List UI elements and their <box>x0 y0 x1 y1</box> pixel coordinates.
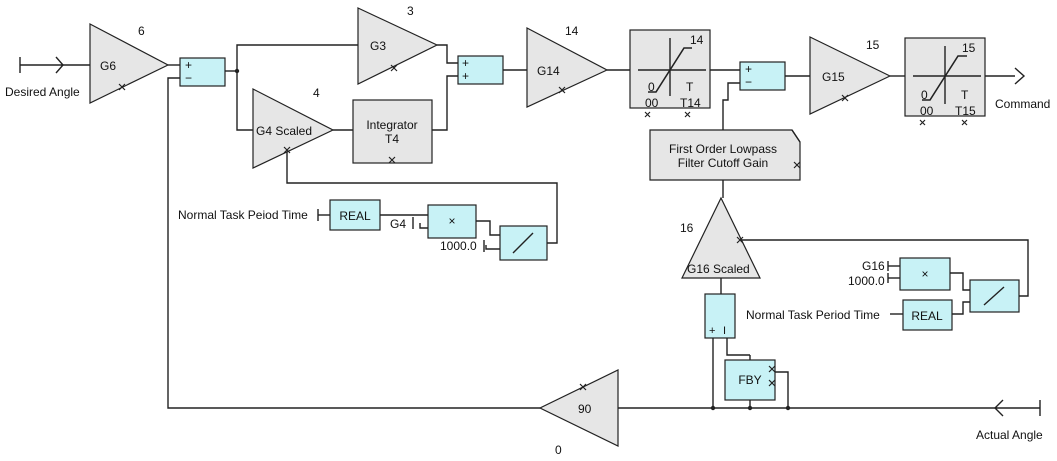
sum1-plus: + <box>185 58 192 72</box>
limiter14-zero: 0 <box>648 80 655 94</box>
gain-g16-scaled[interactable]: G16 Scaled 16 <box>680 196 761 279</box>
chain16-g16-label: G16 <box>862 259 885 273</box>
gain-g4-label: G4 Scaled <box>256 124 312 138</box>
gain-g4-number: 4 <box>313 86 320 100</box>
integrator-sublabel: T4 <box>385 132 399 146</box>
gain-g3-label: G3 <box>370 39 386 53</box>
actual-angle-label: Actual Angle <box>976 428 1043 442</box>
lowpass-label-2: Filter Cutoff Gain <box>678 156 768 170</box>
fby-block[interactable]: FBY <box>724 359 776 401</box>
limiter-15[interactable]: 15 0 T 00 T15 <box>904 37 986 126</box>
chain4-divide-block[interactable] <box>499 225 548 261</box>
chain16-constant-label: 1000.0 <box>848 274 885 288</box>
lowpass-filter-block[interactable]: First Order Lowpass Filter Cutoff Gain <box>649 129 801 181</box>
chain4-task-label: Normal Task Peiod Time <box>178 208 308 222</box>
limiter-14[interactable]: 14 0 T 00 T14 <box>629 29 711 118</box>
chain4-real-block[interactable]: REAL <box>329 199 381 231</box>
gain-g3[interactable]: G3 3 <box>357 4 439 85</box>
sum4-i: I <box>723 325 726 337</box>
gain-g15-number: 15 <box>866 38 880 52</box>
sum-junction-4[interactable]: + I <box>704 293 736 339</box>
command-label: Command <box>995 97 1050 111</box>
sum2-plus-top: + <box>462 56 469 70</box>
sum3-minus: − <box>745 75 752 89</box>
chain4-real-label: REAL <box>339 209 371 223</box>
sum-junction-1[interactable]: + − <box>179 57 226 87</box>
limiter14-00: 00 <box>645 96 659 110</box>
gain-g15[interactable]: G15 15 <box>809 36 892 115</box>
limiter15-number: 15 <box>962 41 976 55</box>
gain-feedback-number: 0 <box>555 443 562 457</box>
actual-angle-port[interactable]: Actual Angle <box>976 399 1043 442</box>
limiter15-00: 00 <box>920 104 934 118</box>
wires <box>63 44 1029 411</box>
gain-feedback-90[interactable]: 90 0 <box>538 369 619 457</box>
limiter14-t: T <box>686 80 694 94</box>
chain16-real-block[interactable]: REAL <box>902 299 953 331</box>
gain-g14-number: 14 <box>565 24 579 38</box>
sum1-minus: − <box>185 71 192 85</box>
integrator-t4[interactable]: Integrator T4 <box>352 99 433 164</box>
gain-g14-label: G14 <box>537 64 560 78</box>
chain16-task-label: Normal Task Period Time <box>746 308 880 322</box>
lowpass-label-1: First Order Lowpass <box>669 142 777 156</box>
gain-g14[interactable]: G14 14 <box>526 24 609 108</box>
chain4: Normal Task Peiod Time REAL G4 × 1000.0 <box>178 199 548 261</box>
desired-angle-port[interactable]: Desired Angle <box>5 56 80 99</box>
gain-g4-scaled[interactable]: G4 Scaled 4 <box>252 86 335 169</box>
chain16: G16 1000.0 × Normal Task Period Time REA… <box>746 257 1020 331</box>
gain-g6-label: G6 <box>100 59 116 73</box>
gain-g3-number: 3 <box>407 4 414 18</box>
limiter15-tname: T15 <box>955 104 976 118</box>
sum-junction-2[interactable]: + + <box>457 55 504 85</box>
sum4-plus: + <box>709 325 715 337</box>
chain16-multiply-symbol: × <box>921 267 928 281</box>
gain-g16-number: 16 <box>680 221 694 235</box>
limiter15-zero: 0 <box>921 88 928 102</box>
chain4-g4-label: G4 <box>390 217 406 231</box>
limiter15-t: T <box>961 88 969 102</box>
fby-label: FBY <box>738 373 761 387</box>
chain4-multiply-block[interactable]: × <box>427 204 477 239</box>
chain16-multiply-block[interactable]: × <box>899 257 951 291</box>
sum2-plus-bottom: + <box>462 69 469 83</box>
chain16-divide-block[interactable] <box>969 279 1020 313</box>
desired-angle-label: Desired Angle <box>5 85 80 99</box>
sum3-plus: + <box>745 62 752 76</box>
limiter14-number: 14 <box>690 33 704 47</box>
sum-junction-3[interactable]: + − <box>739 61 786 91</box>
gain-g16-label: G16 Scaled <box>687 262 750 276</box>
chain4-multiply-symbol: × <box>448 214 455 228</box>
chain16-real-label: REAL <box>911 309 943 323</box>
gain-g6-number: 6 <box>138 24 145 38</box>
chain4-constant-label: 1000.0 <box>440 239 477 253</box>
limiter14-tname: T14 <box>680 96 701 110</box>
gain-feedback-label: 90 <box>578 402 592 416</box>
gain-g15-label: G15 <box>822 70 845 84</box>
integrator-label: Integrator <box>366 118 417 132</box>
gain-g6[interactable]: G6 6 <box>89 23 170 104</box>
command-port[interactable]: Command <box>995 67 1050 111</box>
